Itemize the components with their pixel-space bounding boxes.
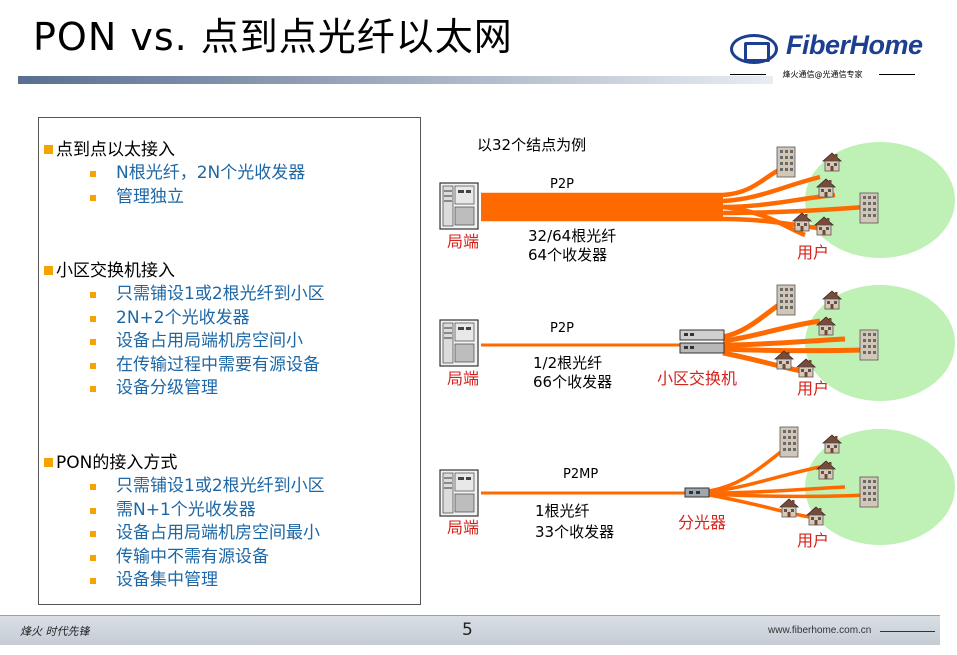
spec-transceiver-count: 66个收发器 [533,373,613,391]
logo-tagline: 烽火通信@光通信专家 [730,69,915,80]
square-bullet-icon [90,531,96,537]
footer-bar: 烽火 时代先锋 5 www.fiberhome.com.cn [0,615,940,645]
square-bullet-icon [44,145,53,154]
users-label: 用户 [797,531,830,550]
square-bullet-icon [90,386,96,392]
square-bullet-icon [90,362,96,369]
list-item: 在传输过程中需要有源设备 [44,354,325,378]
square-bullet-icon [90,171,96,177]
fiber-bundle-band [481,194,723,220]
users-label: 用户 [797,243,830,262]
section-heading: 点到点以太接入 [44,138,305,162]
square-bullet-icon [90,194,96,201]
list-item: 只需铺设1或2根光纤到小区 [44,283,325,307]
house-icon [779,498,799,518]
comparison-text-box: 点到点以太接入 N根光纤，2N个光收发器 管理独立 小区交换机接入 只需铺设1或… [38,117,421,605]
square-bullet-icon [90,554,96,561]
list-item: 需N+1个光收发器 [44,499,325,523]
list-item: 传输中不需有源设备 [44,546,325,570]
section-p2p-ethernet: 点到点以太接入 N根光纤，2N个光收发器 管理独立 [44,138,305,209]
logo-text: FiberHome [786,30,923,60]
user-area-cloud [805,285,955,401]
section-switch-access: 小区交换机接入 只需铺设1或2根光纤到小区 2N+2个光收发器 设备占用局端机房… [44,259,325,401]
diagram-canvas [439,142,955,545]
house-icon [822,434,842,454]
square-bullet-icon [90,339,96,345]
apartment-building-icon [776,284,796,316]
central-office-server-icon [439,182,479,230]
list-item: 只需铺设1或2根光纤到小区 [44,475,325,499]
community-switch-label: 小区交换机 [657,369,738,388]
apartment-building-icon [859,329,879,361]
square-bullet-icon [90,484,96,490]
square-bullet-icon [90,507,96,514]
apartment-building-icon [779,426,799,458]
square-bullet-icon [90,315,96,322]
footer-signature: 烽火 时代先锋 [20,625,90,638]
section-pon-access: PON的接入方式 只需铺设1或2根光纤到小区 需N+1个光收发器 设备占用局端机… [44,451,325,593]
apartment-building-icon [776,146,796,178]
title-underline [18,76,773,84]
list-item: 设备占用局端机房空间最小 [44,522,325,546]
link-type-label: P2P [550,321,574,336]
row-p2p-direct [439,142,955,258]
central-office-label: 局端 [447,232,480,251]
apartment-building-icon [859,192,879,224]
central-office-server-icon [439,469,479,517]
list-item: 管理独立 [44,186,305,210]
spec-fiber-count: 1/2根光纤 [533,354,603,372]
optical-splitter-icon [684,487,710,498]
splitter-label: 分光器 [678,513,727,532]
house-icon [822,290,842,310]
slide-title: PON vs. 点到点光纤以太网 [33,15,513,59]
section-heading: PON的接入方式 [44,451,325,475]
spec-transceiver-count: 33个收发器 [535,523,615,541]
user-area-cloud [805,429,955,545]
link-type-label: P2MP [563,467,599,482]
user-area-cloud [805,142,955,258]
central-office-label: 局端 [447,369,480,388]
list-item: 2N+2个光收发器 [44,307,325,331]
users-label: 用户 [797,379,830,398]
spec-fiber-count: 32/64根光纤 [528,227,617,245]
section-heading: 小区交换机接入 [44,259,325,283]
footer-rule [880,631,935,632]
square-bullet-icon [44,266,53,275]
house-icon [774,350,794,370]
community-switch-icon [679,329,725,354]
page-number: 5 [462,620,473,640]
fiberhome-logo: FiberHome 烽火通信@光通信专家 [730,28,930,83]
footer-url: www.fiberhome.com.cn [768,625,872,636]
square-bullet-icon [90,578,96,584]
link-type-label: P2P [550,177,574,192]
spec-fiber-count: 1根光纤 [535,502,590,520]
square-bullet-icon [90,292,96,298]
row-p2mp-splitter [439,426,955,545]
example-note: 以32个结点为例 [477,136,587,154]
central-office-server-icon [439,319,479,367]
list-item: 设备分级管理 [44,377,325,401]
fiberhome-logo-mark-icon [730,34,778,64]
list-item: 设备占用局端机房空间小 [44,330,325,354]
list-item: 设备集中管理 [44,569,325,593]
list-item: N根光纤，2N个光收发器 [44,162,305,186]
apartment-building-icon [859,476,879,508]
square-bullet-icon [44,458,53,467]
fiber-fanout [708,443,866,519]
central-office-label: 局端 [447,518,480,537]
spec-transceiver-count: 64个收发器 [528,246,608,264]
network-diagram: 以32个结点为例 P2P 局端 32/64根光纤 64个收发器 用户 P2P 局… [425,115,957,610]
row-p2p-switch [439,284,955,401]
